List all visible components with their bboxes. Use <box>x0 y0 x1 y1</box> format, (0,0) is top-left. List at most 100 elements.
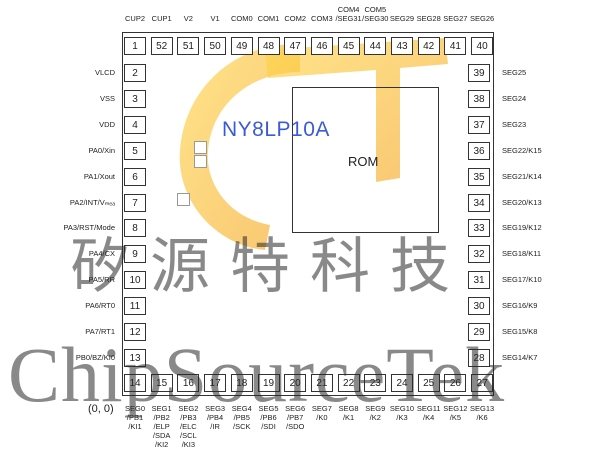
pin-label: SEG0 <box>124 404 145 413</box>
pin-label: PA2/INT/Vₘₑₐ <box>69 197 115 207</box>
pin-label: SEG2 <box>178 404 199 413</box>
pin-pad: 46 <box>310 37 333 55</box>
pin-label: PA0/Xin <box>88 145 115 155</box>
pin-label: COM3 <box>311 14 333 23</box>
pin-label: SEG4 <box>231 404 252 413</box>
pin-pad: 52 <box>150 37 173 55</box>
pin-pad: 29 <box>468 323 490 341</box>
pin-label: V1 <box>210 14 220 23</box>
pin-label: SEG3 <box>205 404 226 413</box>
pin-pad: 4 <box>124 115 146 134</box>
pin-label: SEG16/K9 <box>502 301 538 311</box>
pin-label: /KI3 <box>181 440 196 449</box>
pin-label: /SCL <box>180 431 197 440</box>
pin-label: SEG25 <box>502 68 527 77</box>
pin-pad: 18 <box>230 374 253 392</box>
pin-pad: 45 <box>337 37 360 55</box>
rom-block <box>292 87 439 233</box>
pin-pad: 12 <box>124 323 146 341</box>
pin-label: /K4 <box>423 413 435 422</box>
pin-label: /SDO <box>286 422 305 431</box>
pin-label: COM4 <box>337 5 360 14</box>
pin-pad: 28 <box>468 348 490 367</box>
pin-pad: 6 <box>124 167 146 186</box>
pin-label: PA4/CX <box>88 249 115 259</box>
pin-label: SEG17/K10 <box>502 275 542 285</box>
pin-label: PA5/RR <box>88 275 115 285</box>
pin-pad: 31 <box>468 271 490 290</box>
pin-pad: 15 <box>150 374 173 392</box>
pin-label: /K6 <box>476 413 488 422</box>
pin-label: SEG23 <box>502 119 527 129</box>
pin-pad: 5 <box>124 141 146 160</box>
pin-pad: 21 <box>310 374 333 392</box>
pin-pad: 30 <box>468 297 490 316</box>
pin-label: /SCK <box>233 422 251 431</box>
test-square <box>194 141 207 154</box>
pin-label: /PB5 <box>233 413 250 422</box>
pin-pad: 23 <box>364 374 387 392</box>
pin-pad: 17 <box>204 374 227 392</box>
pin-label: SEG13 <box>470 404 495 413</box>
pin-label: SEG19/K12 <box>502 223 542 233</box>
pin-pad: 42 <box>417 37 440 55</box>
pin-label: /PB4 <box>206 413 224 422</box>
pin-pad: 3 <box>124 89 146 108</box>
pin-pad: 41 <box>444 37 467 55</box>
pin-label: /K1 <box>342 413 355 422</box>
pin-pad: 20 <box>284 374 307 392</box>
pin-label: PA3/RST/Mode <box>63 223 115 233</box>
pin-label: SEG5 <box>258 404 279 413</box>
pin-pad: 7 <box>124 193 146 212</box>
pin-pad: 39 <box>468 64 490 82</box>
pin-pad: 38 <box>468 89 490 108</box>
pin-label: SEG22/K15 <box>502 145 542 155</box>
pin-label: CUP1 <box>151 14 172 23</box>
pin-label: PA7/RT1 <box>85 327 115 336</box>
pin-label: V2 <box>183 14 193 23</box>
pin-label: /PB6 <box>260 413 277 422</box>
pin-label: /KI1 <box>128 422 142 431</box>
pin-pad: 47 <box>284 37 307 55</box>
pin-pad: 9 <box>124 245 146 264</box>
test-square <box>194 155 207 168</box>
pin-label: VSS <box>99 93 115 103</box>
pin-pad: 36 <box>468 141 490 160</box>
pin-label: SEG6 <box>285 404 306 413</box>
pin-label: /ELC <box>180 422 197 431</box>
pin-label: COM0 <box>230 14 253 23</box>
pin-label: PB0/BZ/KI0 <box>75 352 115 362</box>
pin-pad: 48 <box>257 37 280 55</box>
pin-label: CUP2 <box>124 14 145 23</box>
pin-pad: 49 <box>230 37 253 55</box>
pin-label: SEG10 <box>389 404 415 413</box>
pin-label: PA1/Xout <box>83 171 115 181</box>
pin-label: /ELP <box>153 422 170 431</box>
pin-label: SEG29 <box>389 14 415 23</box>
pin-pad: 51 <box>177 37 200 55</box>
pin-label: SEG21/K14 <box>502 171 542 181</box>
pin-pad: 25 <box>417 374 440 392</box>
pin-label: VLCD <box>94 68 115 77</box>
pin-label: /PB2 <box>153 413 170 422</box>
pin-label: SEG11 <box>416 404 441 413</box>
pin-pad: 33 <box>468 219 490 238</box>
test-square <box>177 193 190 206</box>
pin-label: SEG9 <box>365 404 386 413</box>
pin-label: SEG12 <box>443 404 468 413</box>
pin-label: /SEG30 <box>362 14 389 23</box>
pin-pad: 37 <box>468 115 490 134</box>
pin-label: /SDI <box>261 422 276 431</box>
pin-label: /PB1 <box>126 413 144 422</box>
pin-pad: 19 <box>257 374 280 392</box>
pin-label: SEG7 <box>311 404 332 413</box>
pin-pad: 2 <box>124 64 146 82</box>
pin-pad: 50 <box>204 37 227 55</box>
pin-pad: 35 <box>468 167 490 186</box>
pin-label: /IR <box>210 422 220 431</box>
pin-label: /K0 <box>316 413 328 422</box>
pin-pad: 8 <box>124 219 146 238</box>
pin-label: /PB3 <box>180 413 197 422</box>
